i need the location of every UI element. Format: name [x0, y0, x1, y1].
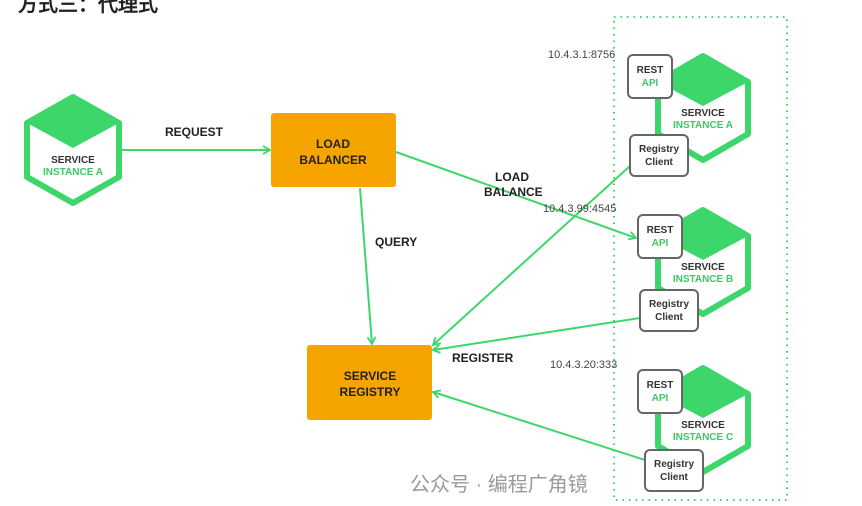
load-balance-label: LOAD: [495, 170, 529, 184]
rest-label: REST: [647, 380, 674, 391]
load-balance-label-2: BALANCE: [484, 185, 543, 199]
instances-group-border: [613, 16, 788, 501]
instance-ip-label: 10.4.3.1:8756: [548, 49, 615, 61]
client-sublabel: INSTANCE A: [43, 167, 103, 178]
request-label: REQUEST: [165, 125, 224, 139]
registry-label-2: REGISTRY: [340, 385, 401, 399]
registry-label: SERVICE: [344, 369, 396, 383]
register-arrow-b: [431, 317, 641, 354]
instance-ip-label: 10.4.3.99:4545: [543, 203, 616, 215]
load-balancer-box: LOAD BALANCER: [271, 113, 396, 187]
register-arrow-c: [431, 389, 646, 461]
registry-client-label: Registry: [639, 144, 679, 155]
api-label: API: [642, 78, 659, 89]
load-balancer-label-2: BALANCER: [299, 153, 367, 167]
registry-client-label: Registry: [649, 299, 689, 310]
registry-client-box: [639, 289, 699, 332]
instance-label: SERVICE: [681, 262, 725, 273]
rest-label: REST: [647, 225, 674, 236]
query-arrow: [359, 187, 377, 346]
section-title: 方式三：代理式: [18, 0, 158, 16]
watermark: 公众号 · 编程广角镜: [410, 474, 588, 496]
hexagon-top: [658, 56, 748, 106]
instance-sublabel: INSTANCE A: [673, 120, 733, 131]
registry-client-box: [629, 134, 689, 177]
client-service-hexagon: SERVICE INSTANCE A: [24, 94, 122, 206]
client-label: SERVICE: [51, 155, 95, 166]
api-label: API: [652, 393, 669, 404]
rest-label: REST: [637, 65, 664, 76]
instance-ip-label: 10.4.3.20:333: [550, 359, 617, 371]
query-label: QUERY: [375, 235, 417, 249]
load-balance-arrow: [395, 151, 638, 241]
registry-client-box: [644, 449, 704, 492]
rest-api-box: [637, 214, 683, 259]
api-label: API: [652, 238, 669, 249]
rest-api-box: [637, 369, 683, 414]
instance-sublabel: INSTANCE B: [673, 274, 733, 285]
instance-sublabel: INSTANCE C: [673, 432, 733, 443]
registry-client-label: Registry: [654, 459, 694, 470]
load-balancer-label: LOAD: [316, 137, 350, 151]
registry-client-label-2: Client: [645, 157, 673, 168]
register-arrow-a: [431, 165, 631, 347]
instance-label: SERVICE: [681, 108, 725, 119]
rest-api-box: [627, 54, 673, 99]
service-registry-box: SERVICE REGISTRY: [307, 345, 432, 420]
registry-client-label-2: Client: [655, 312, 683, 323]
registry-client-label-2: Client: [660, 472, 688, 483]
instance-label: SERVICE: [681, 420, 725, 431]
register-label: REGISTER: [452, 351, 514, 365]
